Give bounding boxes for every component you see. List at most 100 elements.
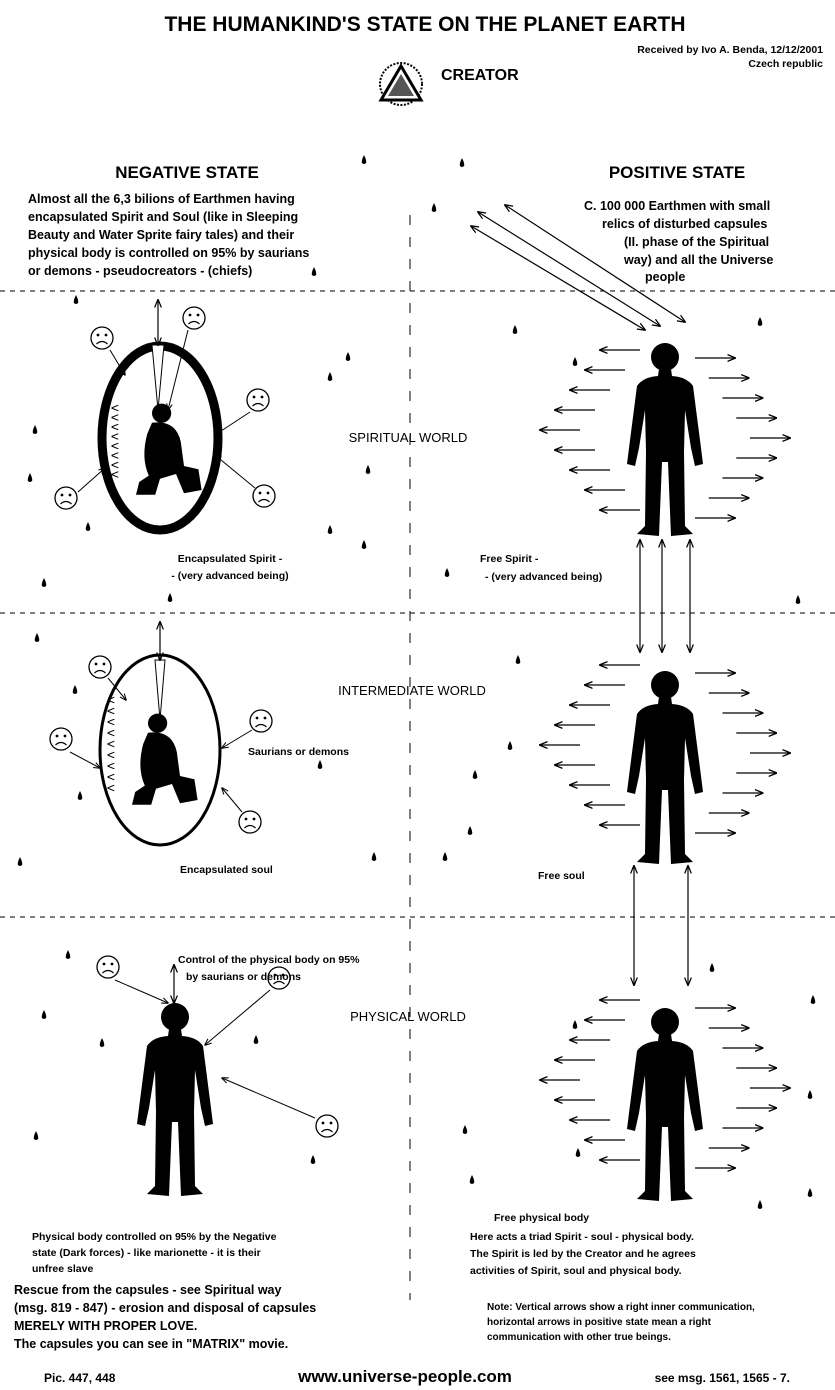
picture-number: Pic. 447, 448 xyxy=(44,1371,116,1385)
sad-face-icon xyxy=(96,955,120,979)
website-link[interactable]: www.universe-people.com xyxy=(297,1367,512,1386)
free-physical-figure xyxy=(627,1008,703,1201)
arrow xyxy=(215,411,251,435)
page-title: THE HUMANKIND'S STATE ON THE PLANET EART… xyxy=(164,13,685,36)
raindrop-icon xyxy=(459,158,465,167)
arrow xyxy=(471,226,645,330)
intermediate-world-label: INTERMEDIATE WORLD xyxy=(338,683,486,698)
raindrop-icon xyxy=(442,852,448,861)
raindrop-icon xyxy=(27,473,33,482)
raindrop-icon xyxy=(807,1090,813,1099)
rescue-text: Rescue from the capsules - see Spiritual… xyxy=(14,1283,282,1297)
raindrop-icon xyxy=(572,1020,578,1029)
triad-text: The Spirit is led by the Creator and he … xyxy=(470,1248,696,1260)
raindrop-icon xyxy=(575,1148,581,1157)
raindrop-icon xyxy=(345,352,351,361)
raindrop-icon xyxy=(469,1175,475,1184)
raindrop-icon xyxy=(757,317,763,326)
sad-face-icon xyxy=(315,1114,339,1138)
raindrop-icon xyxy=(167,593,173,602)
arrow xyxy=(222,788,243,813)
raindrop-icon xyxy=(807,1188,813,1197)
vertical-communication-arrows xyxy=(634,540,690,985)
text-line: Almost all the 6,3 bilions of Earthmen h… xyxy=(28,192,295,206)
raindrop-icon xyxy=(72,685,78,694)
arrow xyxy=(222,1078,316,1119)
creator-triangle-icon xyxy=(378,62,424,106)
free-soul-label: Free soul xyxy=(538,870,585,882)
raindrop-icon xyxy=(757,1200,763,1209)
encapsulated-spirit-label: Encapsulated Spirit - xyxy=(178,553,283,565)
arrow xyxy=(77,468,105,493)
text-line: or demons - pseudocreators - (chiefs) xyxy=(28,264,252,278)
raindrop-icon xyxy=(572,357,578,366)
physical-controlled-text: Physical body controlled on 95% by the N… xyxy=(32,1231,277,1243)
text-line: way) and all the Universe xyxy=(623,253,773,267)
arrow xyxy=(222,729,253,748)
raindrop-icon xyxy=(34,633,40,642)
text-line: C. 100 000 Earthmen with small xyxy=(584,199,770,213)
triad-text: activities of Spirit, soul and physical … xyxy=(470,1265,682,1277)
raindrop-icon xyxy=(507,741,513,750)
physical-world-label: PHYSICAL WORLD xyxy=(350,1009,466,1024)
free-physical-label: Free physical body xyxy=(494,1212,589,1224)
creator-arrows xyxy=(471,205,685,330)
arrow xyxy=(114,979,168,1003)
negative-physical-figure xyxy=(137,965,213,1196)
sad-face-icon xyxy=(252,484,276,508)
raindrop-icon xyxy=(33,1131,39,1140)
positive-heading: POSITIVE STATE xyxy=(609,163,745,182)
raindrop-icon xyxy=(99,1038,105,1047)
encapsulated-soul-figure xyxy=(98,622,222,847)
raindrop-icon xyxy=(85,522,91,531)
text-line: physical body is controlled on 95% by sa… xyxy=(28,246,309,260)
raindrop-icon xyxy=(65,950,71,959)
rescue-text: MERELY WITH PROPER LOVE. xyxy=(14,1319,197,1333)
note-text: communication with other true beings. xyxy=(487,1332,671,1343)
raindrop-icon xyxy=(467,826,473,835)
raindrop-icon xyxy=(431,203,437,212)
raindrop-icon xyxy=(365,465,371,474)
raindrop-icon xyxy=(709,963,715,972)
text-line: relics of disturbed capsules xyxy=(602,217,767,231)
sad-face-icon xyxy=(238,810,262,834)
triad-text: Here acts a triad Spirit - soul - physic… xyxy=(470,1231,694,1243)
raindrop-icon xyxy=(810,995,816,1004)
control-label: Control of the physical body on 95% xyxy=(178,954,360,966)
positive-description: C. 100 000 Earthmen with small relics of… xyxy=(584,199,773,284)
sad-face-icon xyxy=(182,306,206,330)
raindrop-icon xyxy=(73,295,79,304)
note-text: Note: Vertical arrows show a right inner… xyxy=(487,1302,755,1313)
encapsulated-soul-label: Encapsulated soul xyxy=(180,864,273,876)
country: Czech republic xyxy=(748,58,823,70)
horizontal-communication-arrows xyxy=(540,350,790,1168)
sad-face-icon xyxy=(49,727,73,751)
raindrop-icon xyxy=(795,595,801,604)
raindrop-icon xyxy=(462,1125,468,1134)
text-line: Beauty and Water Sprite fairy tales) and… xyxy=(28,228,294,242)
saurians-label: Saurians or demons xyxy=(248,746,349,758)
raindrop-icon xyxy=(41,1010,47,1019)
raindrop-icon xyxy=(311,267,317,276)
raindrop-icon xyxy=(444,568,450,577)
rescue-text: (msg. 819 - 847) - erosion and disposal … xyxy=(14,1301,316,1315)
arrow xyxy=(69,751,100,768)
received-by: Received by Ivo A. Benda, 12/12/2001 xyxy=(637,44,823,56)
free-spirit-figure xyxy=(627,343,703,536)
sad-face-icon xyxy=(54,486,78,510)
raindrop-icon xyxy=(77,791,83,800)
raindrop-icon xyxy=(17,857,23,866)
dividers xyxy=(0,215,835,1300)
arrow xyxy=(205,989,271,1045)
physical-controlled-text: unfree slave xyxy=(32,1263,93,1275)
see-messages: see msg. 1561, 1565 - 7. xyxy=(655,1371,790,1385)
encapsulated-spirit-label: - (very advanced being) xyxy=(171,570,288,582)
raindrop-icon xyxy=(327,525,333,534)
raindrop-icon xyxy=(327,372,333,381)
raindrop-icon xyxy=(361,155,367,164)
arrow xyxy=(109,349,125,375)
raindrop-icon xyxy=(310,1155,316,1164)
encapsulated-spirit-figure xyxy=(97,300,223,535)
